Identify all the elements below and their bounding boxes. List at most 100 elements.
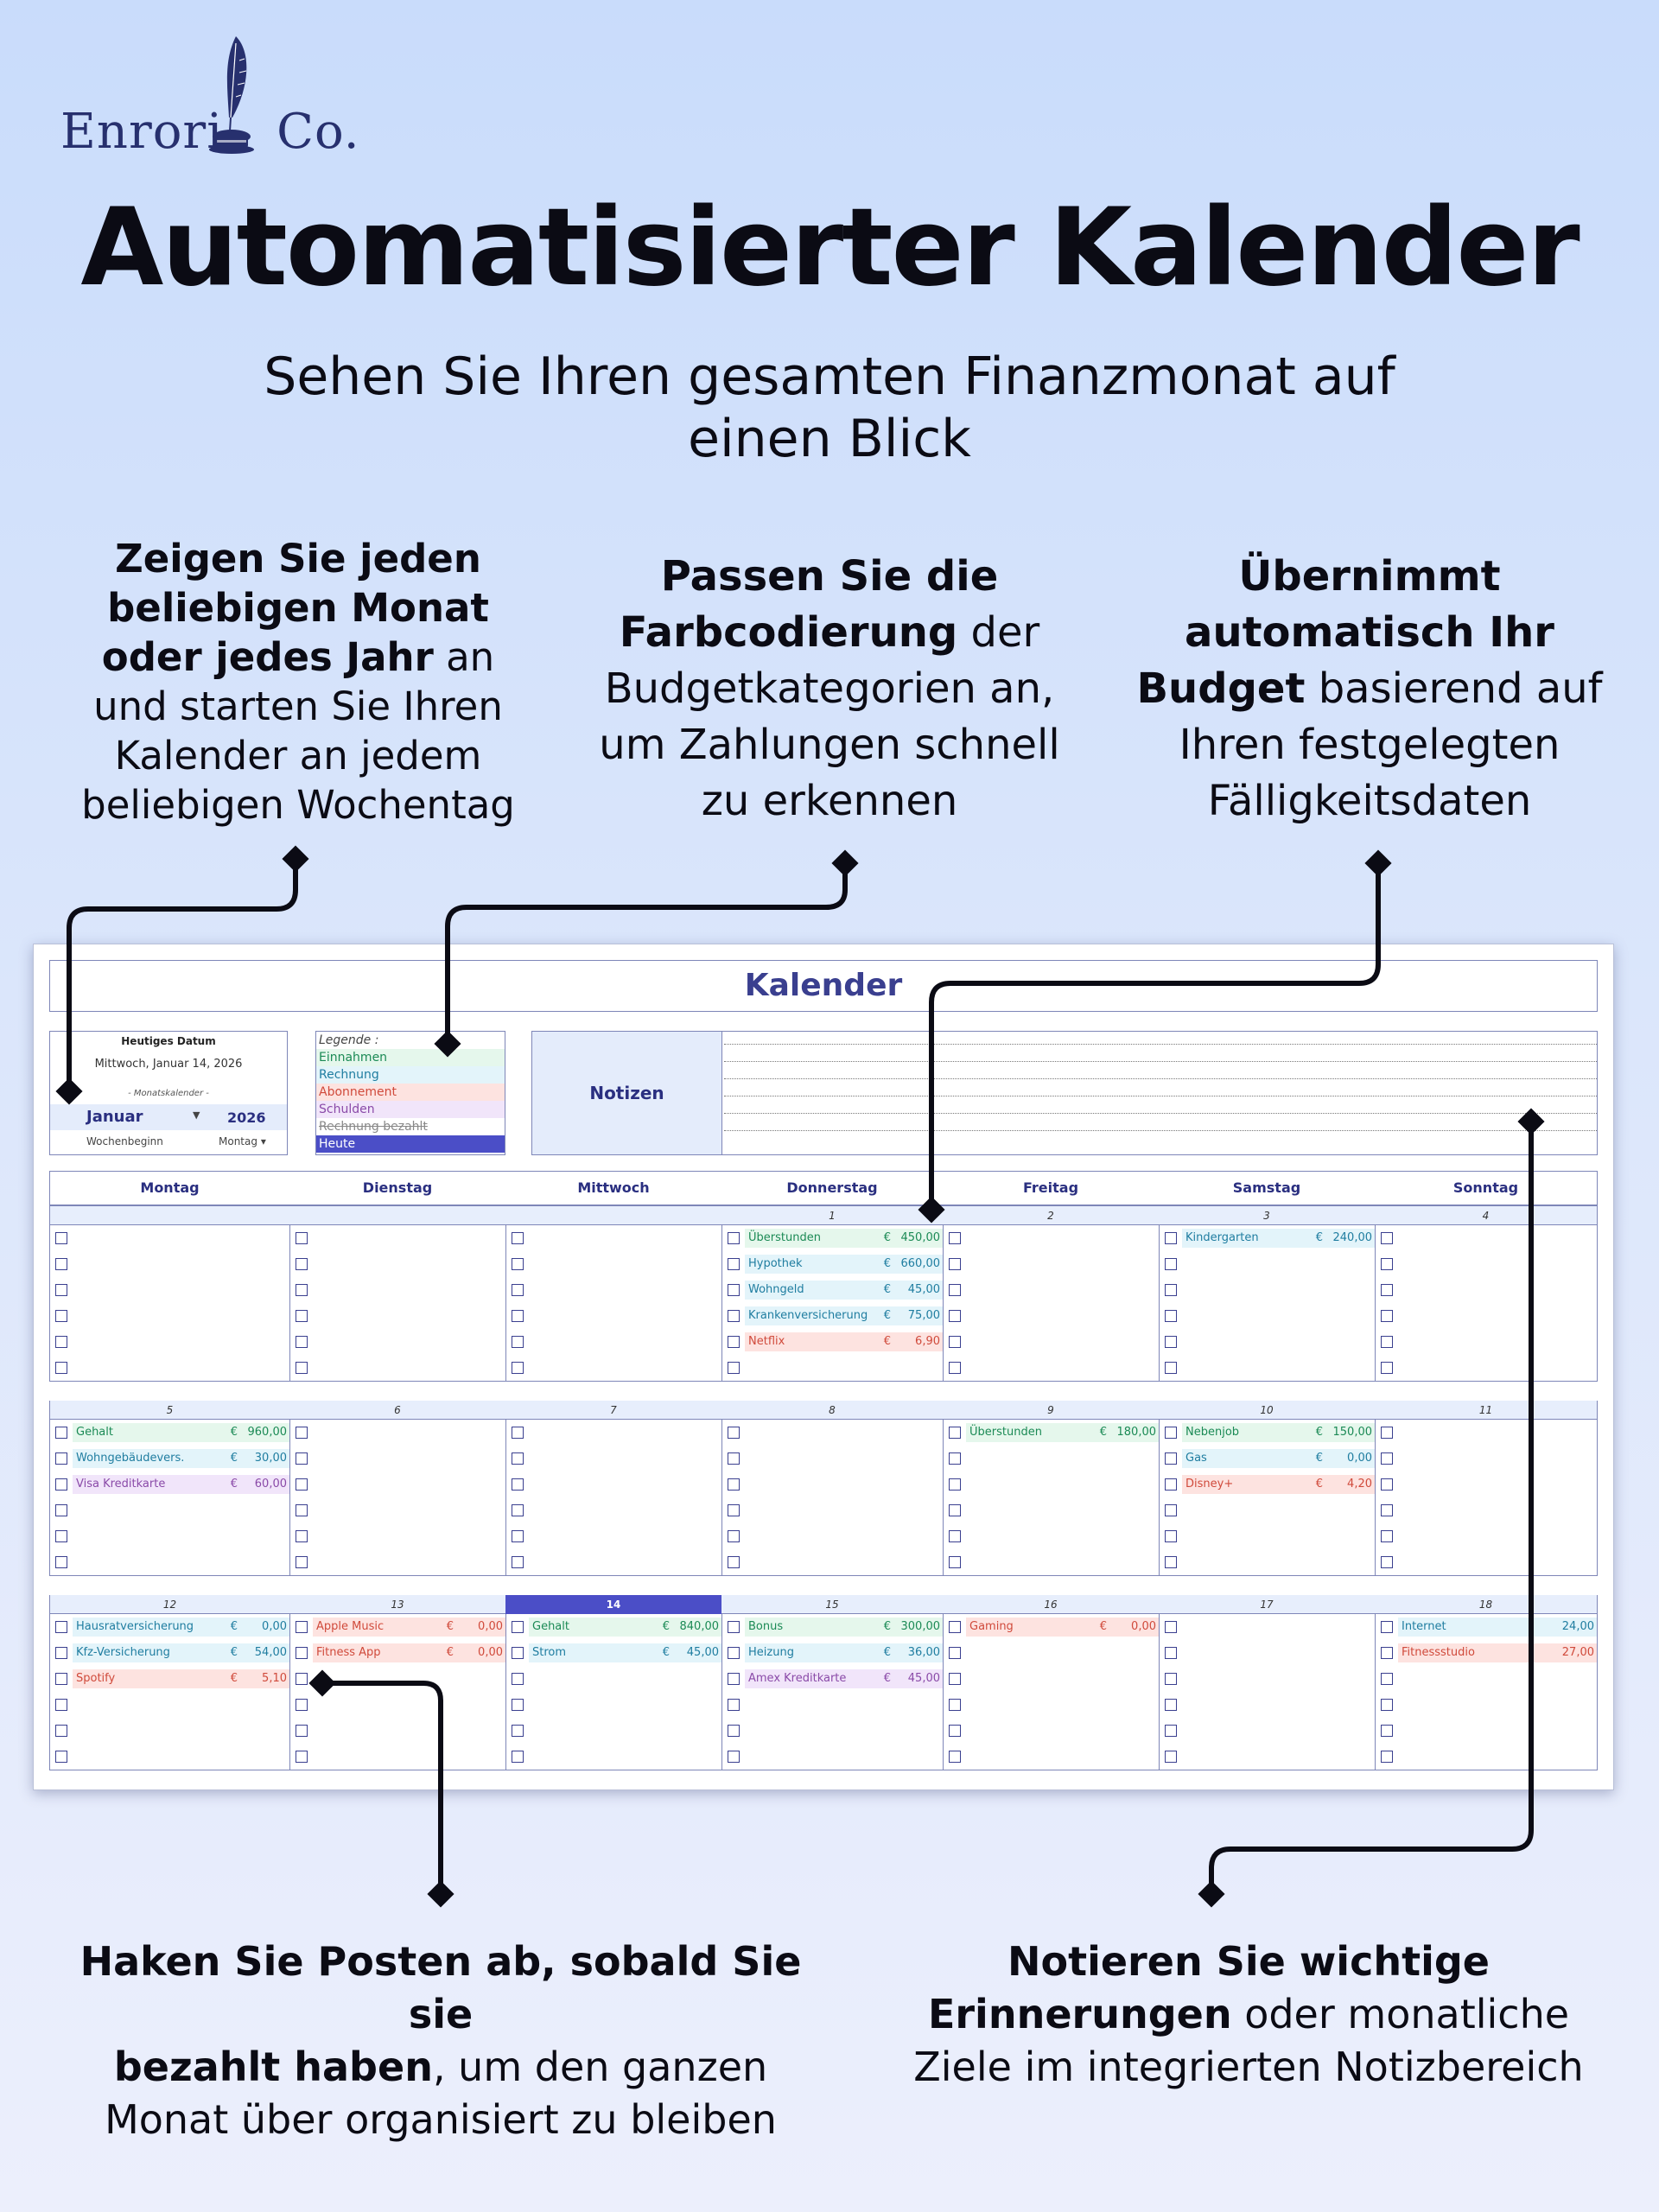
paid-checkbox[interactable] xyxy=(728,1530,740,1542)
paid-checkbox[interactable] xyxy=(512,1258,524,1270)
paid-checkbox[interactable] xyxy=(512,1621,524,1633)
paid-checkbox[interactable] xyxy=(1381,1427,1393,1439)
paid-checkbox[interactable] xyxy=(512,1699,524,1711)
paid-checkbox[interactable] xyxy=(296,1621,308,1633)
paid-checkbox[interactable] xyxy=(1381,1336,1393,1348)
paid-checkbox[interactable] xyxy=(728,1336,740,1348)
paid-checkbox[interactable] xyxy=(728,1362,740,1374)
paid-checkbox[interactable] xyxy=(296,1232,308,1244)
paid-checkbox[interactable] xyxy=(1165,1284,1177,1296)
legend-paid[interactable]: Rechnung bezahlt xyxy=(316,1118,505,1135)
paid-checkbox[interactable] xyxy=(55,1232,67,1244)
paid-checkbox[interactable] xyxy=(728,1478,740,1491)
paid-checkbox[interactable] xyxy=(296,1504,308,1516)
paid-checkbox[interactable] xyxy=(1165,1258,1177,1270)
budget-item[interactable]: Amex Kreditkarte€45,00 xyxy=(745,1669,943,1688)
budget-item[interactable]: Gas€0,00 xyxy=(1182,1449,1375,1468)
paid-checkbox[interactable] xyxy=(296,1673,308,1685)
paid-checkbox[interactable] xyxy=(1381,1530,1393,1542)
budget-item[interactable]: Hausratversicherung€0,00 xyxy=(73,1618,289,1637)
paid-checkbox[interactable] xyxy=(1381,1647,1393,1659)
paid-checkbox[interactable] xyxy=(1381,1478,1393,1491)
paid-checkbox[interactable] xyxy=(296,1310,308,1322)
notes-line[interactable] xyxy=(724,1061,1597,1062)
legend-income[interactable]: Einnahmen xyxy=(316,1049,505,1066)
paid-checkbox[interactable] xyxy=(1381,1751,1393,1763)
paid-checkbox[interactable] xyxy=(1165,1621,1177,1633)
budget-item[interactable]: Krankenversicherung€75,00 xyxy=(745,1306,943,1325)
paid-checkbox[interactable] xyxy=(949,1336,961,1348)
budget-item[interactable]: Wohngebäudevers.€30,00 xyxy=(73,1449,289,1468)
paid-checkbox[interactable] xyxy=(949,1427,961,1439)
budget-item[interactable]: Heizung€36,00 xyxy=(745,1643,943,1662)
paid-checkbox[interactable] xyxy=(728,1232,740,1244)
paid-checkbox[interactable] xyxy=(55,1362,67,1374)
budget-item[interactable]: Strom€45,00 xyxy=(529,1643,721,1662)
paid-checkbox[interactable] xyxy=(728,1556,740,1568)
budget-item[interactable]: Gehalt€840,00 xyxy=(529,1618,721,1637)
budget-item[interactable]: Wohngeld€45,00 xyxy=(745,1281,943,1300)
budget-item[interactable]: Überstunden€450,00 xyxy=(745,1229,943,1248)
paid-checkbox[interactable] xyxy=(296,1530,308,1542)
paid-checkbox[interactable] xyxy=(728,1647,740,1659)
paid-checkbox[interactable] xyxy=(296,1478,308,1491)
paid-checkbox[interactable] xyxy=(55,1556,67,1568)
paid-checkbox[interactable] xyxy=(296,1258,308,1270)
paid-checkbox[interactable] xyxy=(1381,1621,1393,1633)
paid-checkbox[interactable] xyxy=(949,1621,961,1633)
paid-checkbox[interactable] xyxy=(728,1427,740,1439)
weekstart-dropdown[interactable]: Montag ▾ xyxy=(219,1135,266,1147)
legend-today[interactable]: Heute xyxy=(316,1135,505,1153)
paid-checkbox[interactable] xyxy=(512,1310,524,1322)
paid-checkbox[interactable] xyxy=(1165,1673,1177,1685)
paid-checkbox[interactable] xyxy=(512,1427,524,1439)
paid-checkbox[interactable] xyxy=(949,1232,961,1244)
paid-checkbox[interactable] xyxy=(512,1452,524,1465)
year-field[interactable]: 2026 xyxy=(227,1109,266,1126)
notes-line[interactable] xyxy=(724,1078,1597,1079)
paid-checkbox[interactable] xyxy=(55,1699,67,1711)
paid-checkbox[interactable] xyxy=(949,1530,961,1542)
paid-checkbox[interactable] xyxy=(728,1452,740,1465)
paid-checkbox[interactable] xyxy=(296,1647,308,1659)
month-year-select[interactable]: Januar ▼ 2026 xyxy=(50,1104,287,1130)
notes-line[interactable] xyxy=(724,1113,1597,1114)
paid-checkbox[interactable] xyxy=(55,1452,67,1465)
paid-checkbox[interactable] xyxy=(55,1258,67,1270)
paid-checkbox[interactable] xyxy=(1381,1362,1393,1374)
paid-checkbox[interactable] xyxy=(728,1725,740,1737)
notes-line[interactable] xyxy=(724,1130,1597,1131)
paid-checkbox[interactable] xyxy=(1165,1452,1177,1465)
paid-checkbox[interactable] xyxy=(296,1362,308,1374)
budget-item[interactable]: Visa Kreditkarte€60,00 xyxy=(73,1475,289,1494)
paid-checkbox[interactable] xyxy=(1165,1647,1177,1659)
paid-checkbox[interactable] xyxy=(728,1751,740,1763)
paid-checkbox[interactable] xyxy=(949,1478,961,1491)
paid-checkbox[interactable] xyxy=(512,1725,524,1737)
paid-checkbox[interactable] xyxy=(512,1284,524,1296)
month-dropdown[interactable]: Januar xyxy=(86,1108,143,1126)
paid-checkbox[interactable] xyxy=(1165,1310,1177,1322)
budget-item[interactable]: Bonus€300,00 xyxy=(745,1618,943,1637)
paid-checkbox[interactable] xyxy=(1165,1751,1177,1763)
budget-item[interactable]: Disney+€4,20 xyxy=(1182,1475,1375,1494)
paid-checkbox[interactable] xyxy=(296,1452,308,1465)
paid-checkbox[interactable] xyxy=(512,1478,524,1491)
legend-debt[interactable]: Schulden xyxy=(316,1101,505,1118)
budget-item[interactable]: Nebenjob€150,00 xyxy=(1182,1423,1375,1442)
paid-checkbox[interactable] xyxy=(512,1504,524,1516)
paid-checkbox[interactable] xyxy=(296,1751,308,1763)
paid-checkbox[interactable] xyxy=(1165,1725,1177,1737)
paid-checkbox[interactable] xyxy=(512,1647,524,1659)
budget-item[interactable]: Spotify€5,10 xyxy=(73,1669,289,1688)
dropdown-arrow-icon[interactable]: ▾ xyxy=(260,1135,266,1147)
paid-checkbox[interactable] xyxy=(512,1751,524,1763)
paid-checkbox[interactable] xyxy=(512,1556,524,1568)
paid-checkbox[interactable] xyxy=(1381,1504,1393,1516)
paid-checkbox[interactable] xyxy=(55,1336,67,1348)
paid-checkbox[interactable] xyxy=(1165,1530,1177,1542)
paid-checkbox[interactable] xyxy=(949,1504,961,1516)
paid-checkbox[interactable] xyxy=(1381,1258,1393,1270)
